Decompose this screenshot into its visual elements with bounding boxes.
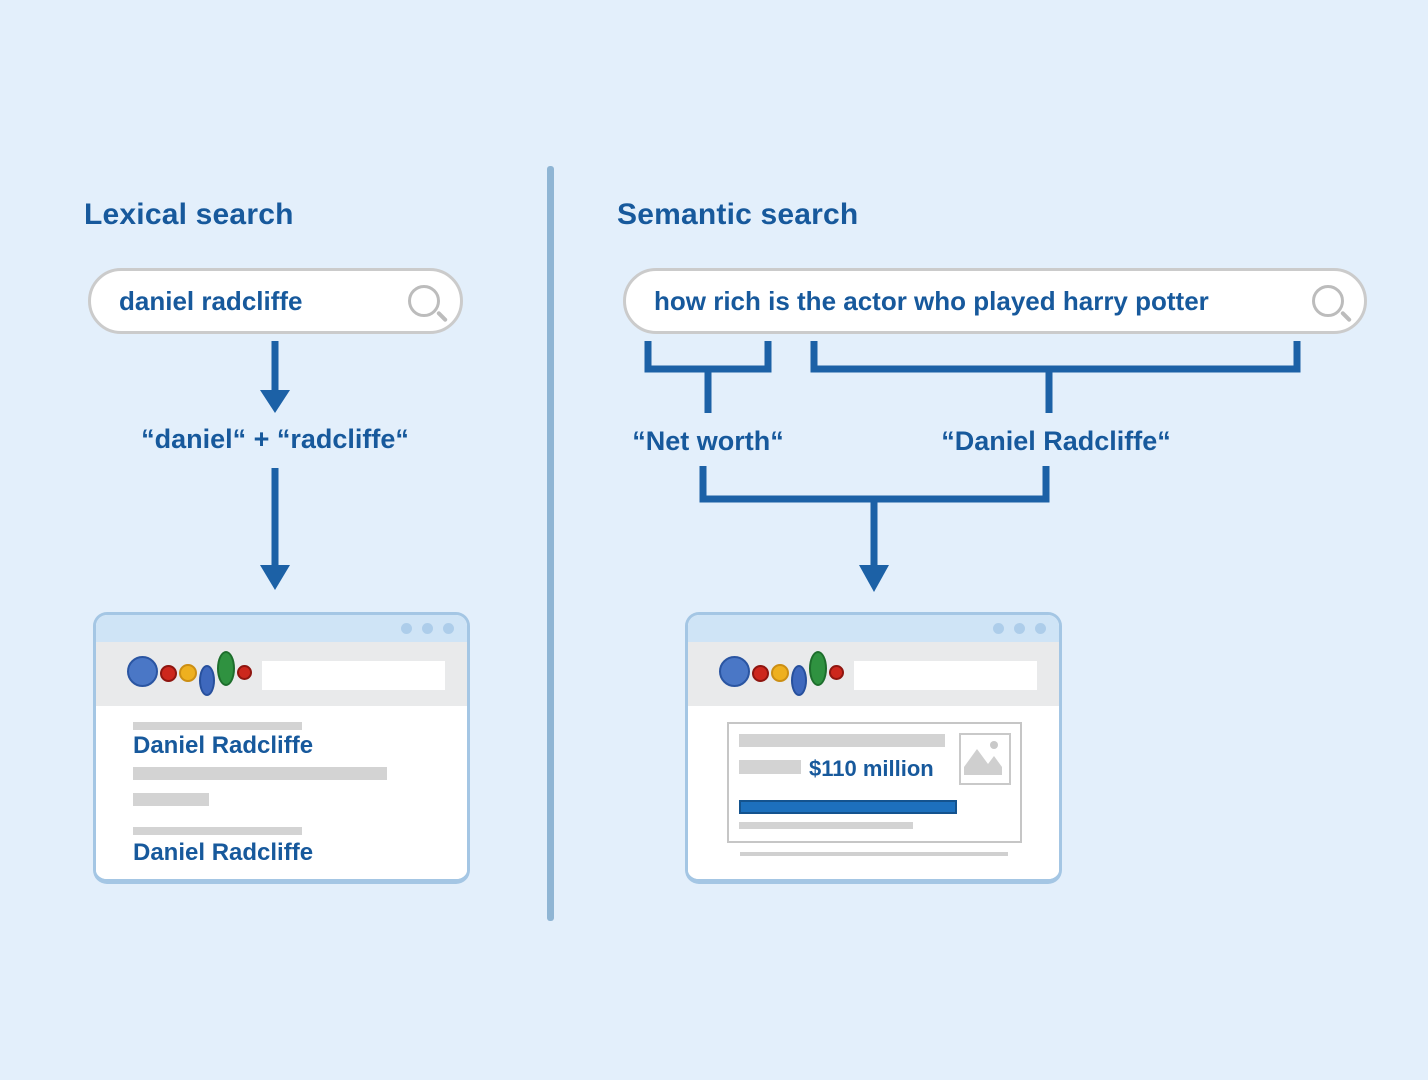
logo-blue-circle bbox=[127, 656, 158, 687]
section-divider bbox=[547, 166, 554, 921]
answer-highlight-bar bbox=[739, 800, 957, 814]
placeholder-bar bbox=[739, 822, 913, 829]
image-placeholder-icon bbox=[959, 733, 1011, 785]
browser-search-input[interactable] bbox=[262, 661, 445, 690]
logo-blue-oval bbox=[791, 665, 807, 696]
placeholder-bar bbox=[739, 760, 801, 774]
browser-search-input[interactable] bbox=[854, 661, 1037, 690]
down-arrow-icon bbox=[260, 341, 290, 413]
placeholder-line bbox=[740, 852, 1008, 856]
placeholder-bar bbox=[133, 827, 302, 835]
window-controls-icon bbox=[401, 623, 454, 634]
window-dot-icon bbox=[401, 623, 412, 634]
lexical-search-title: Lexical search bbox=[84, 198, 294, 231]
concept-daniel-radcliffe: “Daniel Radcliffe“ bbox=[941, 426, 1171, 456]
down-arrow-icon bbox=[260, 468, 290, 590]
placeholder-bar bbox=[133, 767, 387, 780]
window-dot-icon bbox=[1014, 623, 1025, 634]
window-titlebar bbox=[96, 615, 467, 642]
merge-bracket-arrow-icon bbox=[699, 466, 1050, 592]
window-dot-icon bbox=[1035, 623, 1046, 634]
logo-blue-oval bbox=[199, 665, 215, 696]
browser-toolbar bbox=[688, 642, 1059, 706]
semantic-search-bar[interactable]: how rich is the actor who played harry p… bbox=[623, 268, 1367, 334]
logo-red-circle bbox=[160, 665, 177, 682]
browser-toolbar bbox=[96, 642, 467, 706]
lexical-search-bar[interactable]: daniel radcliffe bbox=[88, 268, 463, 334]
logo-yellow-circle bbox=[179, 664, 197, 682]
placeholder-bar bbox=[133, 793, 209, 806]
semantic-search-title: Semantic search bbox=[617, 198, 859, 231]
answer-card: $110 million bbox=[727, 722, 1022, 843]
search-icon[interactable] bbox=[1312, 285, 1344, 317]
search-icon[interactable] bbox=[408, 285, 440, 317]
logo-green-oval bbox=[809, 651, 827, 686]
results-body: $110 million bbox=[688, 706, 1059, 879]
logo-red-circle bbox=[829, 665, 844, 680]
window-titlebar bbox=[688, 615, 1059, 642]
phrase-bracket-net-worth bbox=[644, 341, 772, 413]
lexical-search-query: daniel radcliffe bbox=[119, 285, 303, 316]
logo-blue-circle bbox=[719, 656, 750, 687]
window-controls-icon bbox=[993, 623, 1046, 634]
window-dot-icon bbox=[993, 623, 1004, 634]
semantic-results-window: $110 million bbox=[685, 612, 1062, 884]
semantic-search-query: how rich is the actor who played harry p… bbox=[654, 285, 1209, 316]
lexical-tokens-label: “daniel“ + “radcliffe“ bbox=[141, 424, 409, 454]
phrase-bracket-daniel-radcliffe bbox=[810, 341, 1301, 413]
result-title[interactable]: Daniel Radcliffe bbox=[133, 732, 314, 759]
result-title[interactable]: Daniel Radcliffe bbox=[133, 839, 314, 866]
concept-net-worth: “Net worth“ bbox=[632, 426, 784, 456]
google-logo-icon bbox=[719, 651, 845, 699]
google-logo-icon bbox=[127, 651, 253, 699]
answer-value: $110 million bbox=[809, 756, 934, 781]
lexical-results-window: Daniel Radcliffe Daniel Radcliffe bbox=[93, 612, 470, 884]
window-dot-icon bbox=[422, 623, 433, 634]
logo-yellow-circle bbox=[771, 664, 789, 682]
placeholder-bar bbox=[133, 722, 302, 730]
logo-red-circle bbox=[752, 665, 769, 682]
logo-green-oval bbox=[217, 651, 235, 686]
window-dot-icon bbox=[443, 623, 454, 634]
results-body: Daniel Radcliffe Daniel Radcliffe bbox=[96, 706, 467, 879]
placeholder-bar bbox=[739, 734, 945, 747]
logo-red-circle bbox=[237, 665, 252, 680]
